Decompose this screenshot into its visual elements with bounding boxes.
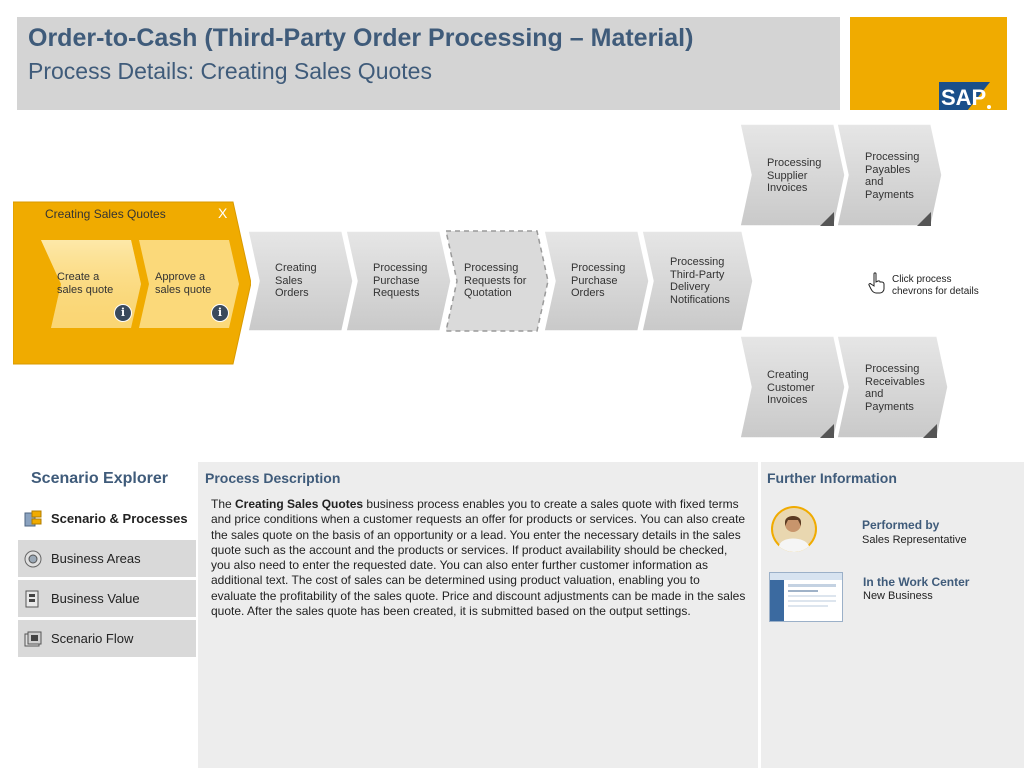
close-icon[interactable]: X [218, 205, 228, 221]
work-center-value[interactable]: New Business [863, 590, 933, 602]
page-title: Order-to-Cash (Third-Party Order Process… [28, 24, 694, 52]
further-information-title: Further Information [767, 470, 897, 486]
scenario-explorer-title: Scenario Explorer [31, 470, 168, 487]
nav-business-value[interactable]: Business Value [18, 580, 196, 618]
info-icon[interactable]: i [211, 304, 229, 322]
process-chevrons-graphic [247, 123, 949, 439]
panel-divider [760, 470, 761, 755]
sap-logo-box: SAP [850, 17, 1007, 111]
work-center-thumbnail[interactable] [769, 572, 843, 622]
info-icon[interactable]: i [114, 304, 132, 322]
nav-scenario-flow[interactable]: Scenario Flow [18, 620, 196, 658]
sap-logo-icon: SAP [939, 82, 991, 111]
person-icon [773, 508, 815, 552]
svg-text:SAP: SAP [941, 85, 986, 110]
page-subtitle: Process Details: Creating Sales Quotes [28, 58, 432, 84]
nav-scenario-processes[interactable]: Scenario & Processes [18, 500, 196, 538]
work-center-label: In the Work Center [863, 575, 970, 589]
business-areas-icon [24, 550, 42, 568]
nav-business-areas[interactable]: Business Areas [18, 540, 196, 578]
hint-text: Click process chevrons for details [892, 274, 979, 297]
step-label: Create a sales quote [57, 271, 114, 296]
group-title: Creating Sales Quotes [45, 207, 166, 221]
step-label: Approve a sales quote [155, 271, 212, 296]
process-description-title: Process Description [205, 470, 341, 486]
performed-by-label: Performed by [862, 518, 940, 532]
header-banner: Order-to-Cash (Third-Party Order Process… [17, 17, 840, 110]
scenario-processes-icon [24, 510, 42, 527]
active-process-group[interactable] [12, 200, 252, 366]
business-value-icon [25, 590, 39, 608]
process-description-panel [198, 462, 758, 768]
avatar [771, 506, 817, 552]
process-description-text: The Creating Sales Quotes business proce… [211, 497, 746, 619]
hand-pointer-icon [868, 272, 885, 294]
screenshot-thumbnail-icon [770, 573, 842, 621]
scenario-flow-icon [24, 631, 42, 647]
performed-by-value: Sales Representative [862, 534, 967, 546]
